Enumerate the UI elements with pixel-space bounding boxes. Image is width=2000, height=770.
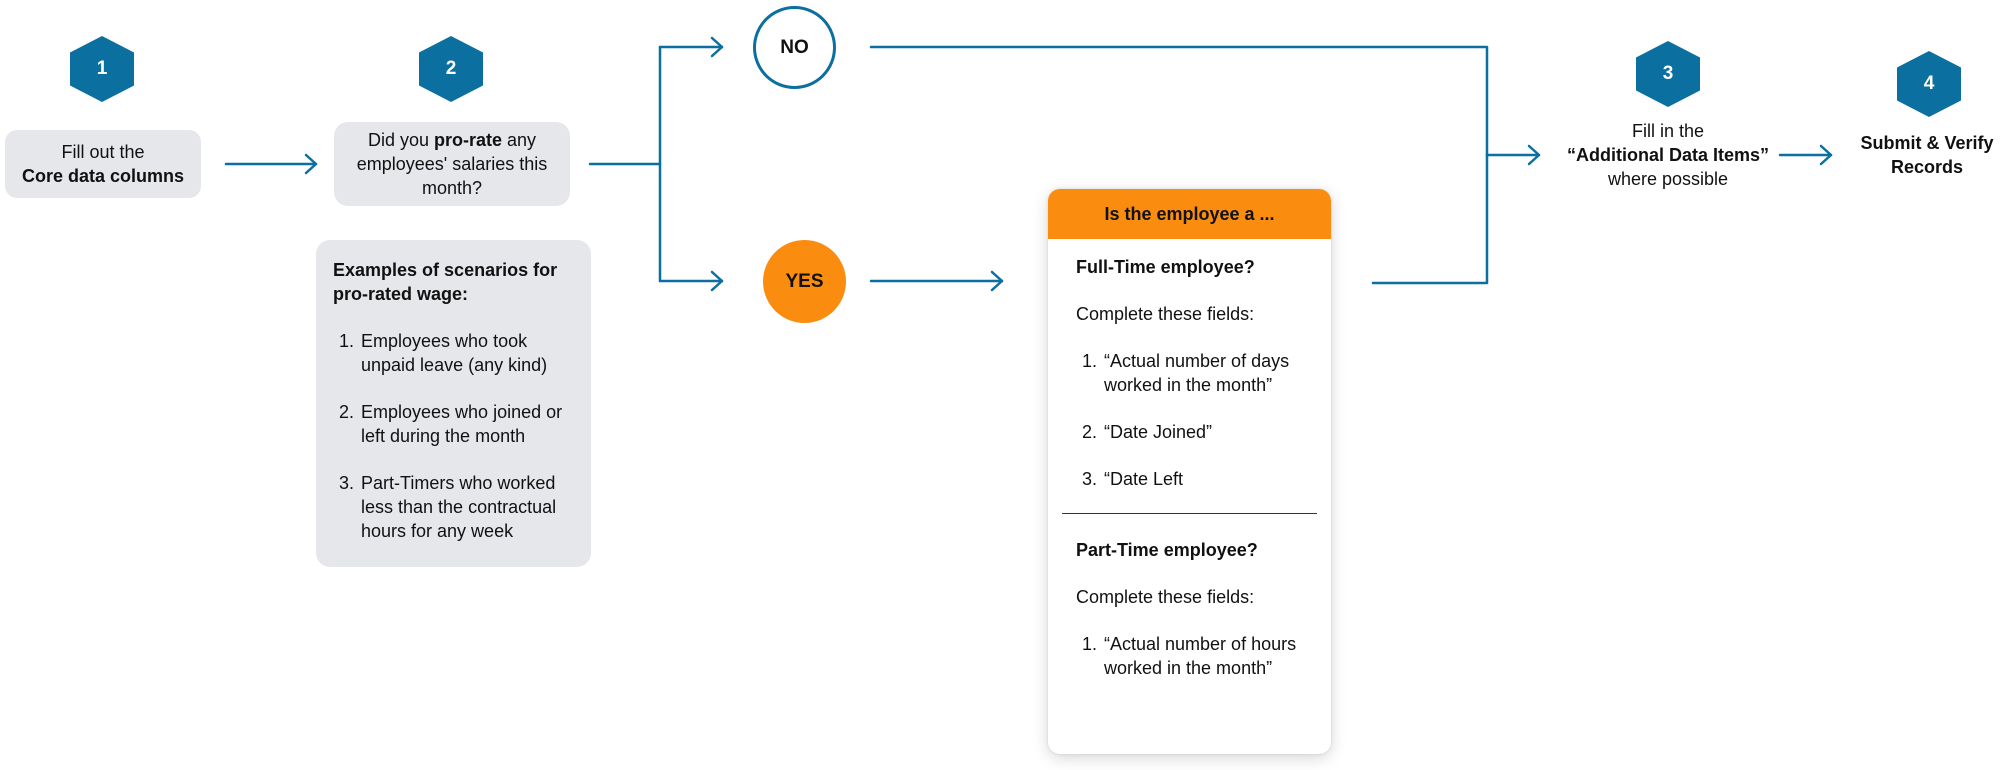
arrow-step3-to-step4 — [1778, 144, 1833, 166]
part-time-subtitle: Complete these fields: — [1076, 587, 1255, 607]
examples-title: Examples of scenarios for pro-rated wage… — [333, 260, 558, 304]
yes-label: YES — [785, 270, 824, 292]
step-2-question: Did you pro-rate any employees' salaries… — [356, 130, 548, 198]
step-1-text: Fill out the — [61, 142, 145, 162]
arrow-yes-to-card — [869, 270, 1004, 292]
examples-item: Employees who joined or left during the … — [359, 400, 577, 448]
arrow-step1-to-step2 — [224, 153, 318, 175]
field-item: “Date Left — [1102, 467, 1303, 491]
step-2-number: 2 — [445, 58, 457, 79]
step-1-number: 1 — [96, 58, 108, 79]
step-1-box: Fill out the Core data columns — [5, 130, 201, 198]
part-time-fields-list: “Actual number of hours worked in the mo… — [1076, 632, 1303, 680]
examples-item: Part-Timers who worked less than the con… — [359, 471, 577, 543]
full-time-section: Full-Time employee? Complete these field… — [1048, 239, 1331, 491]
step-2-question-box: Did you pro-rate any employees' salaries… — [334, 122, 570, 206]
examples-box: Examples of scenarios for pro-rated wage… — [316, 240, 591, 567]
full-time-subtitle: Complete these fields: — [1076, 304, 1255, 324]
examples-item: Employees who took unpaid leave (any kin… — [359, 329, 577, 377]
field-item: “Actual number of days worked in the mon… — [1102, 349, 1303, 397]
branch-connector — [588, 36, 724, 292]
step-3-text: Fill in the “Additional Data Items” wher… — [1566, 121, 1770, 189]
additional-data-items: “Additional Data Items” — [1566, 145, 1770, 165]
full-time-fields-list: “Actual number of days worked in the mon… — [1076, 349, 1303, 491]
card-divider — [1062, 513, 1317, 514]
pro-rate-term: pro-rate — [434, 130, 503, 150]
step-1-text-bold: Core data columns — [21, 166, 185, 186]
arrow-merge-to-step3 — [1485, 144, 1541, 166]
step-4-number: 4 — [1923, 73, 1935, 94]
no-label: NO — [780, 36, 809, 58]
yes-decision-circle: YES — [763, 240, 846, 323]
field-item: “Date Joined” — [1102, 420, 1303, 444]
full-time-heading: Full-Time employee? — [1076, 257, 1255, 277]
no-decision-circle: NO — [753, 6, 836, 89]
field-item: “Actual number of hours worked in the mo… — [1102, 632, 1303, 680]
step-3-number: 3 — [1662, 63, 1674, 84]
employee-type-card: Is the employee a ... Full-Time employee… — [1048, 189, 1331, 754]
employee-card-header: Is the employee a ... — [1048, 189, 1331, 239]
no-path-line — [869, 45, 1489, 157]
step-4-text: Submit & Verify Records — [1860, 133, 1994, 177]
examples-list: Employees who took unpaid leave (any kin… — [333, 329, 577, 543]
part-time-section: Part-Time employee? Complete these field… — [1048, 526, 1331, 680]
part-time-heading: Part-Time employee? — [1076, 540, 1258, 560]
card-path-line — [1371, 153, 1489, 285]
